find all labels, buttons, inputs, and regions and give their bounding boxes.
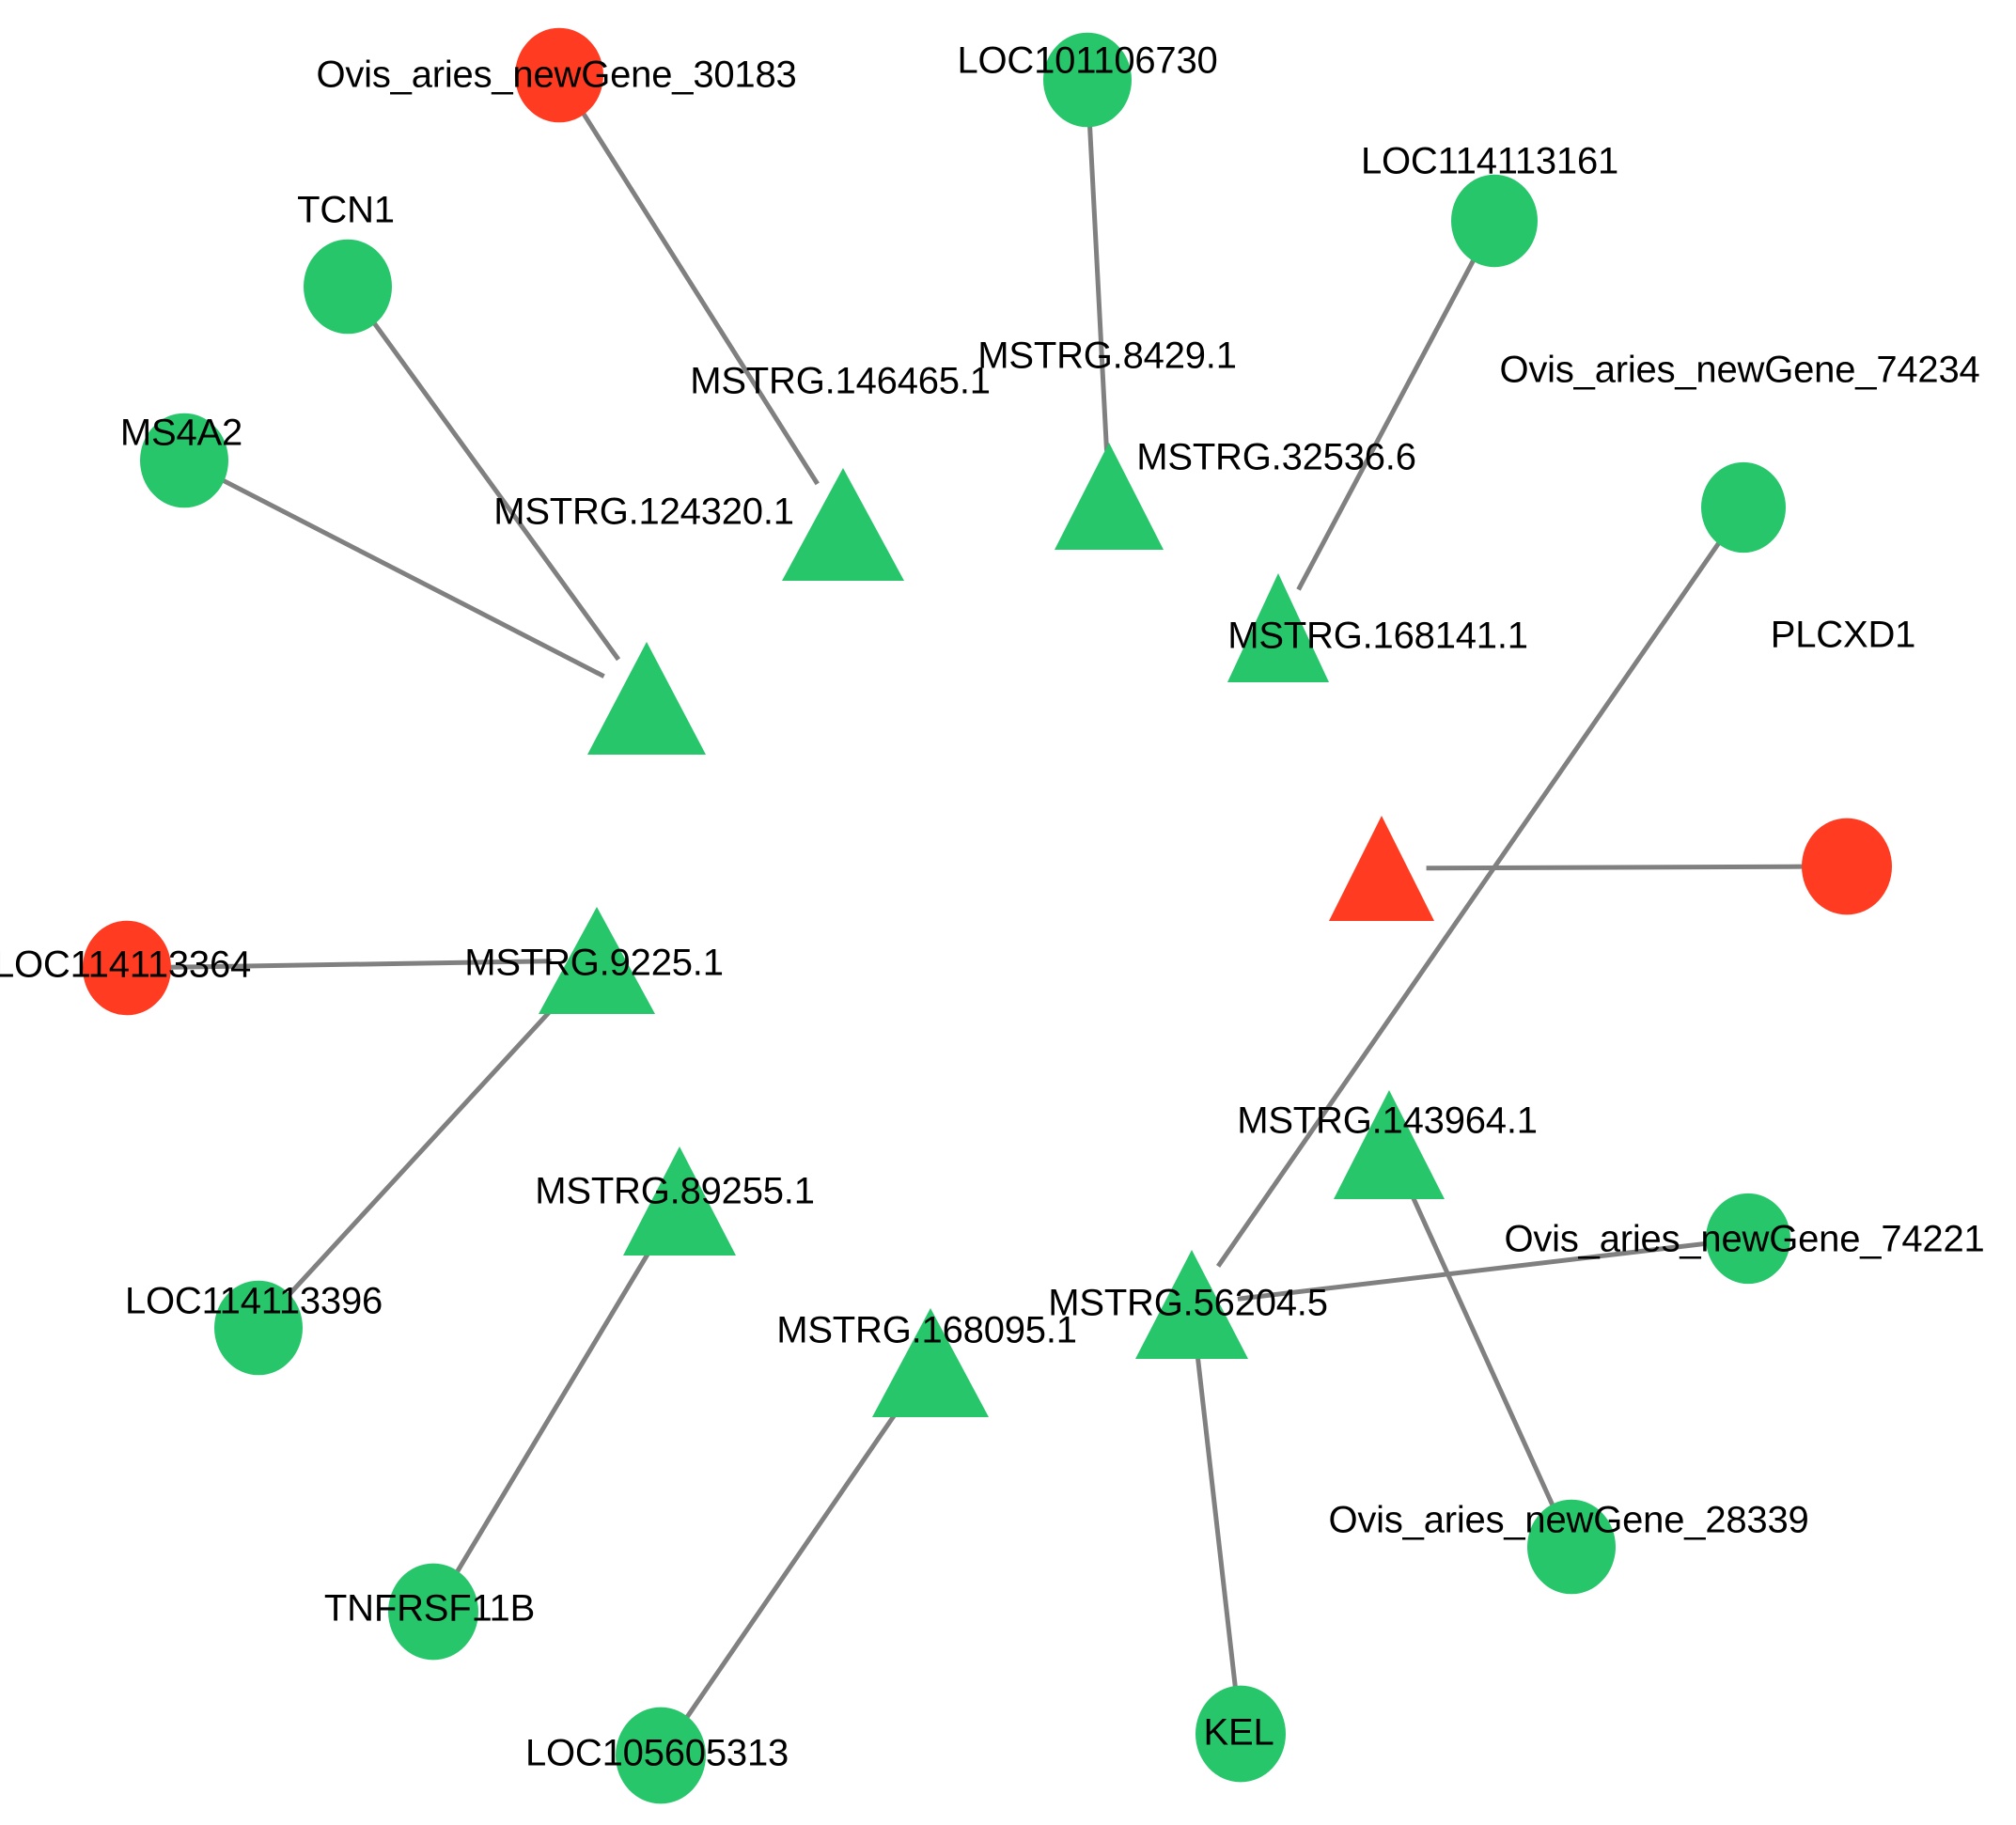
network-edge[interactable] [579,109,820,486]
network-edge[interactable] [1406,1185,1556,1510]
network-node-circle[interactable] [388,1563,478,1661]
network-edge[interactable] [1195,1349,1239,1692]
network-node-triangle[interactable] [623,1146,736,1256]
network-node-triangle[interactable] [782,468,904,581]
network-edge[interactable] [1086,121,1109,451]
network-edge[interactable] [682,1399,907,1722]
network-node-circle[interactable] [1451,174,1538,268]
network-node-circle[interactable] [515,27,603,123]
network-node-circle[interactable] [1701,461,1786,554]
network-node-circle[interactable] [214,1280,303,1376]
network-node-circle[interactable] [1706,1193,1790,1285]
network-node-triangle[interactable] [1135,1250,1248,1359]
network-node-circle[interactable] [140,413,228,508]
edge-layer [168,109,1805,1722]
network-node-triangle[interactable] [1334,1090,1445,1199]
network-edge[interactable] [168,959,552,970]
network-node-triangle[interactable] [587,642,706,755]
network-edge[interactable] [1426,864,1805,871]
network-node-circle[interactable] [1196,1685,1286,1783]
network-edge[interactable] [453,1239,658,1576]
network-edge[interactable] [1237,1240,1709,1302]
network-node-triangle[interactable] [1329,816,1434,921]
network-node-circle[interactable] [616,1707,706,1804]
network-node-triangle[interactable] [539,907,655,1014]
network-node-circle[interactable] [1043,32,1132,128]
network-edge[interactable] [370,319,621,662]
node-layer [83,27,1892,1804]
network-node-circle[interactable] [304,239,392,335]
network-node-triangle[interactable] [872,1308,989,1417]
network-edge[interactable] [285,991,569,1299]
network-node-triangle[interactable] [1227,573,1329,682]
network-edge[interactable] [1296,256,1477,591]
network-node-circle[interactable] [1527,1499,1616,1595]
network-edge[interactable] [220,477,605,679]
network-node-triangle[interactable] [1055,443,1164,550]
network-node-circle[interactable] [83,920,171,1016]
network-node-circle[interactable] [1802,818,1892,915]
network-edge[interactable] [1216,538,1723,1268]
